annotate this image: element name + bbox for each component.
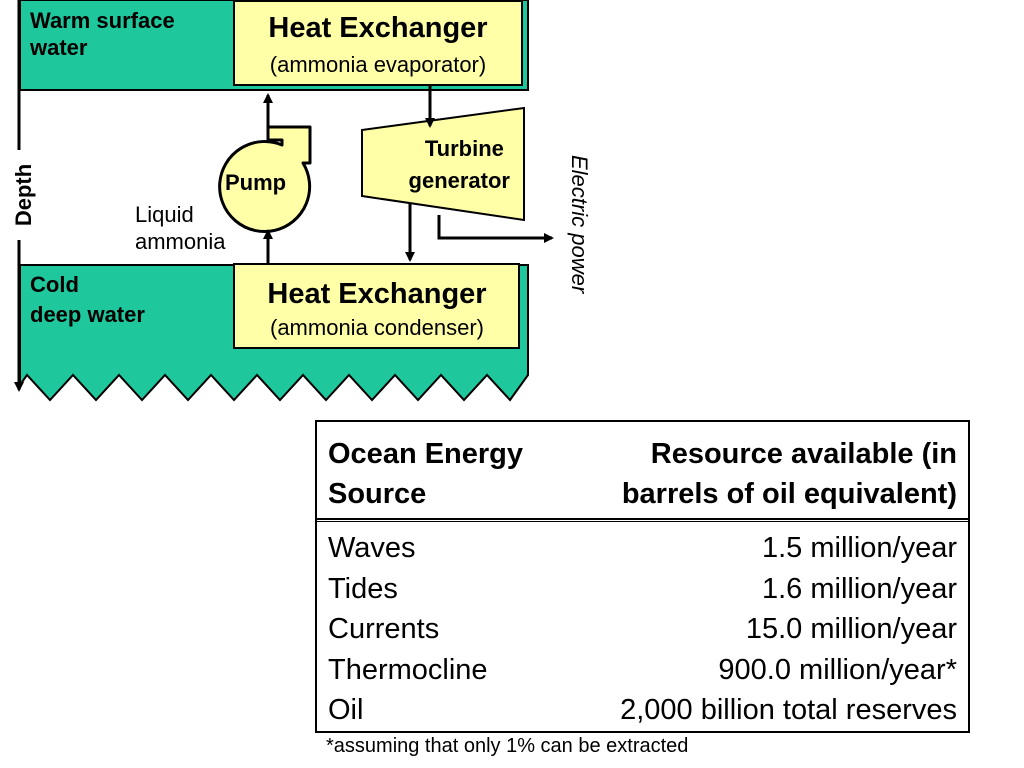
warm-water-label-line2: water [29, 35, 88, 60]
liquid-ammonia-line2: ammonia [135, 229, 226, 254]
row-source: Tides [328, 572, 398, 605]
header-source-line1: Ocean Energy [328, 438, 524, 470]
arrow-electric-power [437, 215, 554, 243]
row-source: Thermocline [328, 653, 488, 686]
heat-exchanger-condenser-subtitle: (ammonia condenser) [270, 315, 484, 340]
header-resource-line1: Resource available (in [650, 438, 957, 470]
turbine-label-line1: Turbine [425, 136, 504, 161]
heat-exchanger-condenser-title: Heat Exchanger [267, 278, 486, 310]
warm-water-label-line1: Warm surface [30, 8, 175, 33]
row-source: Currents [328, 613, 440, 645]
liquid-ammonia-label: Liquid ammonia [135, 202, 226, 254]
table-footnote: *assuming that only 1% can be extracted [326, 735, 689, 757]
otec-diagram: Depth Warm surface water Cold deep water… [11, 0, 592, 402]
header-double-rule [317, 521, 968, 522]
table-row: Thermocline 900.0 million/year* [317, 650, 968, 691]
heat-exchanger-condenser [233, 263, 520, 349]
header-source-line2: Source [328, 478, 427, 510]
cold-water-label-line1: Cold [30, 272, 79, 297]
heat-exchanger-evaporator-subtitle: (ammonia evaporator) [270, 52, 486, 77]
liquid-ammonia-line1: Liquid [135, 202, 194, 227]
turbine-generator-label: Turbine generator [409, 136, 511, 193]
header-resource: Resource available (in barrels of oil eq… [622, 434, 957, 514]
row-source: Waves [328, 532, 416, 564]
warm-water-label: Warm surface water [29, 8, 181, 60]
depth-label: Depth [11, 164, 36, 226]
table-row: Oil 2,000 billion total reserves [317, 690, 968, 731]
table-row: Waves 1.5 million/year [317, 528, 968, 569]
heat-exchanger-evaporator [233, 0, 523, 86]
row-value: 900.0 million/year* [718, 653, 957, 686]
table-header: Ocean Energy Source Resource available (… [317, 422, 968, 520]
cold-water-label: Cold deep water [30, 272, 145, 327]
table-row: Currents 15.0 million/year [317, 609, 968, 650]
pump-shape [218, 125, 312, 233]
header-source: Ocean Energy Source [328, 434, 523, 514]
table-body: Waves 1.5 million/year Tides 1.6 million… [317, 528, 968, 731]
row-value: 1.5 million/year [761, 532, 957, 564]
heat-exchanger-evaporator-title: Heat Exchanger [268, 12, 487, 44]
row-value: 15.0 million/year [745, 613, 957, 645]
ocean-energy-table: Ocean Energy Source Resource available (… [315, 420, 970, 733]
pump-label: Pump [225, 170, 286, 195]
row-source: Oil [328, 694, 364, 726]
header-resource-line2: barrels of oil equivalent) [621, 478, 957, 510]
row-value: 1.6 million/year [761, 572, 957, 605]
turbine-generator-shape [361, 106, 525, 222]
row-value: 2,000 billion total reserves [620, 694, 957, 726]
electric-power-label: Electric power [567, 155, 592, 295]
turbine-label-line2: generator [409, 168, 511, 193]
table-row: Tides 1.6 million/year [317, 569, 968, 610]
cold-water-label-line2: deep water [30, 302, 145, 327]
